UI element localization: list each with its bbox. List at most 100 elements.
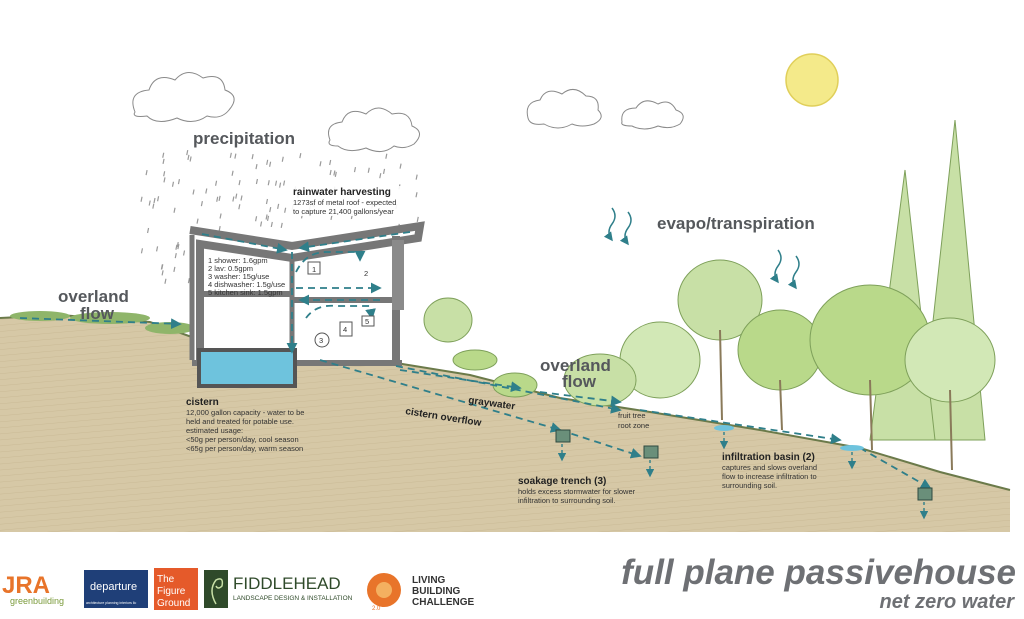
rain-drop xyxy=(163,171,166,177)
rainwater-callout-box xyxy=(290,186,406,216)
svg-text:JRA: JRA xyxy=(2,572,50,599)
fixture-mark-4: 4 xyxy=(343,325,347,334)
fixture-line-1: 1 shower: 1.6gpm xyxy=(208,256,268,265)
rain-drop xyxy=(163,177,166,183)
rain-drop xyxy=(385,153,388,159)
overland-flow-left-2: flow xyxy=(80,304,115,323)
rain-drop xyxy=(219,213,222,219)
rain-drop xyxy=(155,246,159,252)
svg-text:LIVING: LIVING xyxy=(412,575,446,586)
svg-text:CHALLENGE: CHALLENGE xyxy=(412,597,475,608)
rain-drop xyxy=(140,196,143,202)
fixture-mark-5: 5 xyxy=(365,317,369,326)
rain-drop xyxy=(146,227,150,234)
rain-drop xyxy=(176,242,179,248)
rain-drop xyxy=(189,156,192,162)
fruit-tree-label-2: root zone xyxy=(618,421,649,430)
rain-drop xyxy=(200,201,203,207)
fixture-mark-3: 3 xyxy=(319,336,323,345)
svg-text:FIDDLEHEAD: FIDDLEHEAD xyxy=(233,574,341,593)
svg-text:greenbuilding: greenbuilding xyxy=(10,596,64,606)
precipitation-label: precipitation xyxy=(193,129,295,148)
cistern-line-2: held and treated for potable use. xyxy=(186,417,294,426)
svg-text:BUILDING: BUILDING xyxy=(412,586,461,597)
tree-trunks xyxy=(719,329,953,471)
svg-text:LANDSCAPE DESIGN & INSTALLATIO: LANDSCAPE DESIGN & INSTALLATION xyxy=(233,595,353,602)
infiltration-basins xyxy=(714,425,864,451)
rain-drop xyxy=(255,164,258,170)
rain-drop xyxy=(266,159,269,165)
rain-drop xyxy=(251,154,254,160)
clouds xyxy=(132,72,684,152)
evapo-label: evapo/transpiration xyxy=(657,214,815,233)
rain-drop xyxy=(186,149,189,156)
rain-drop xyxy=(379,173,382,179)
rain-drop xyxy=(173,266,176,272)
rain-drop xyxy=(416,216,419,222)
rain-drop xyxy=(266,215,270,221)
overland-flow-mid-1: overland xyxy=(540,356,611,375)
departure-logo: departure architecture planning interior… xyxy=(84,570,148,608)
rain-drop xyxy=(284,207,287,213)
rain-drop xyxy=(277,203,280,210)
cistern-line-4: <50g per person/day, cool season xyxy=(186,435,299,444)
rain-drop xyxy=(235,193,238,199)
fixture-mark-1: 1 xyxy=(312,265,316,274)
cistern-line-5: <65g per person/day, warm season xyxy=(186,444,303,453)
rain-drop xyxy=(255,216,258,222)
rain-drop xyxy=(160,264,163,270)
cistern-tank xyxy=(197,348,297,388)
rain-drop xyxy=(269,206,272,213)
rain-drop xyxy=(353,167,357,173)
soakage-line-2: infiltration to surrounding soil. xyxy=(518,496,616,505)
rain-drop xyxy=(299,153,302,159)
rain-drop xyxy=(161,270,164,276)
overland-flow-left-1: overland xyxy=(58,287,129,306)
rain-drop xyxy=(259,221,263,227)
soakage-blocks xyxy=(555,429,933,501)
rain-drop xyxy=(234,153,237,159)
rain-drop xyxy=(382,168,386,175)
svg-text:The: The xyxy=(157,574,175,585)
rain-drop xyxy=(399,163,402,169)
main-title: full plane passivehouse xyxy=(621,553,1016,592)
rain-drop xyxy=(192,189,195,195)
rain-drop xyxy=(279,182,282,188)
svg-text:Figure: Figure xyxy=(157,586,186,597)
rain-drop xyxy=(281,156,284,162)
cistern-title: cistern xyxy=(186,397,219,408)
rain-drop xyxy=(415,192,418,198)
sun xyxy=(785,53,839,107)
fiddlehead-logo: FIDDLEHEAD LANDSCAPE DESIGN & INSTALLATI… xyxy=(204,570,353,608)
rain-drop xyxy=(269,161,272,167)
rain-drop xyxy=(177,243,180,250)
infiltration-title: infiltration basin (2) xyxy=(722,452,815,463)
fixture-line-4: 4 dishwasher: 1.5g/use xyxy=(208,280,285,289)
rain-drop xyxy=(282,180,286,186)
rainwater-title: rainwater harvesting xyxy=(293,187,391,198)
rain-drop xyxy=(231,170,234,176)
infiltration-line-3: surrounding soil. xyxy=(722,481,777,490)
rain-drop xyxy=(319,161,322,167)
rain-drop xyxy=(214,180,218,186)
infiltration-line-1: captures and slows overland xyxy=(722,463,817,472)
sub-title: net zero water xyxy=(880,591,1016,613)
rain-drop xyxy=(196,218,199,224)
fruit-tree-label-1: fruit tree xyxy=(618,411,646,420)
grass-left xyxy=(10,311,195,334)
drain-arrows xyxy=(557,432,929,520)
rain-drop xyxy=(145,169,148,176)
rain-drop xyxy=(265,198,269,205)
rain-drop xyxy=(148,200,151,206)
evapo-squiggles xyxy=(603,207,800,290)
cistern-line-1: 12,000 gallon capacity - water to be xyxy=(186,408,304,417)
rain-drop xyxy=(177,178,181,185)
rain-drop xyxy=(153,197,156,204)
rain-drop xyxy=(255,178,259,185)
rain-drop xyxy=(218,195,221,201)
overland-flow-mid-2: flow xyxy=(562,372,597,391)
rain-drop xyxy=(367,167,370,173)
rain-drop xyxy=(216,196,219,202)
